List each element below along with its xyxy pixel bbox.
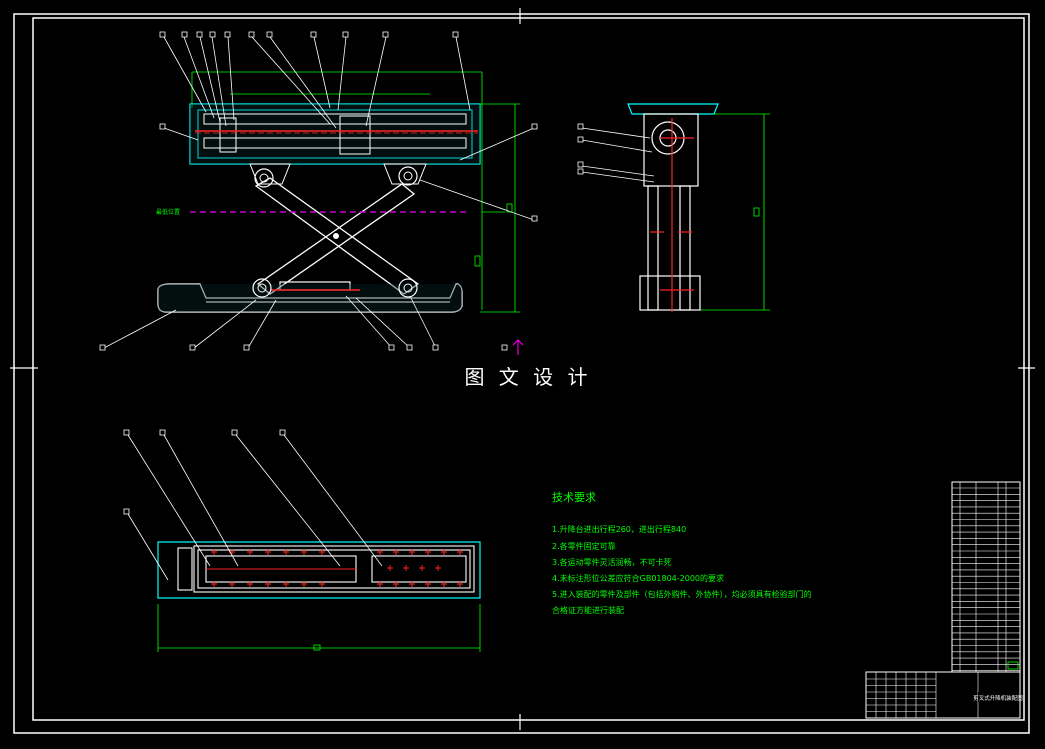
tech-req-item-1: 1.升降台进出行程260，进出行程840 (552, 524, 686, 534)
front-view (99, 31, 538, 355)
technical-requirements: 技术要求 1.升降台进出行程260，进出行程840 2.各零件固定可靠 3.各运… (552, 491, 812, 615)
frame-center-marks (10, 8, 1035, 730)
tech-req-item-2: 2.各零件固定可靠 (552, 541, 616, 551)
tech-req-item-6: 合格证方能进行装配 (552, 605, 624, 615)
title-block: 剪叉式升降机装配图 (865, 671, 1023, 719)
side-view (577, 103, 770, 312)
parts-list (951, 481, 1021, 673)
top-view (123, 429, 481, 652)
title-block-label: 剪叉式升降机装配图 (973, 694, 1023, 702)
tech-req-title: 技术要求 (552, 491, 596, 504)
tech-req-item-3: 3.各运动零件灵活润畅，不可卡死 (552, 557, 672, 567)
level-label: 最低位置 (156, 208, 180, 216)
drawing-frame (13, 13, 1030, 734)
watermark: 图 文 设 计 (464, 365, 591, 389)
tech-req-item-5: 5.进入装配的零件及部件（包括外购件、外协件），均必须具有检验部门的 (552, 589, 812, 599)
tech-req-item-4: 4.未标注形位公差应符合GB01804-2000的要求 (552, 573, 724, 583)
